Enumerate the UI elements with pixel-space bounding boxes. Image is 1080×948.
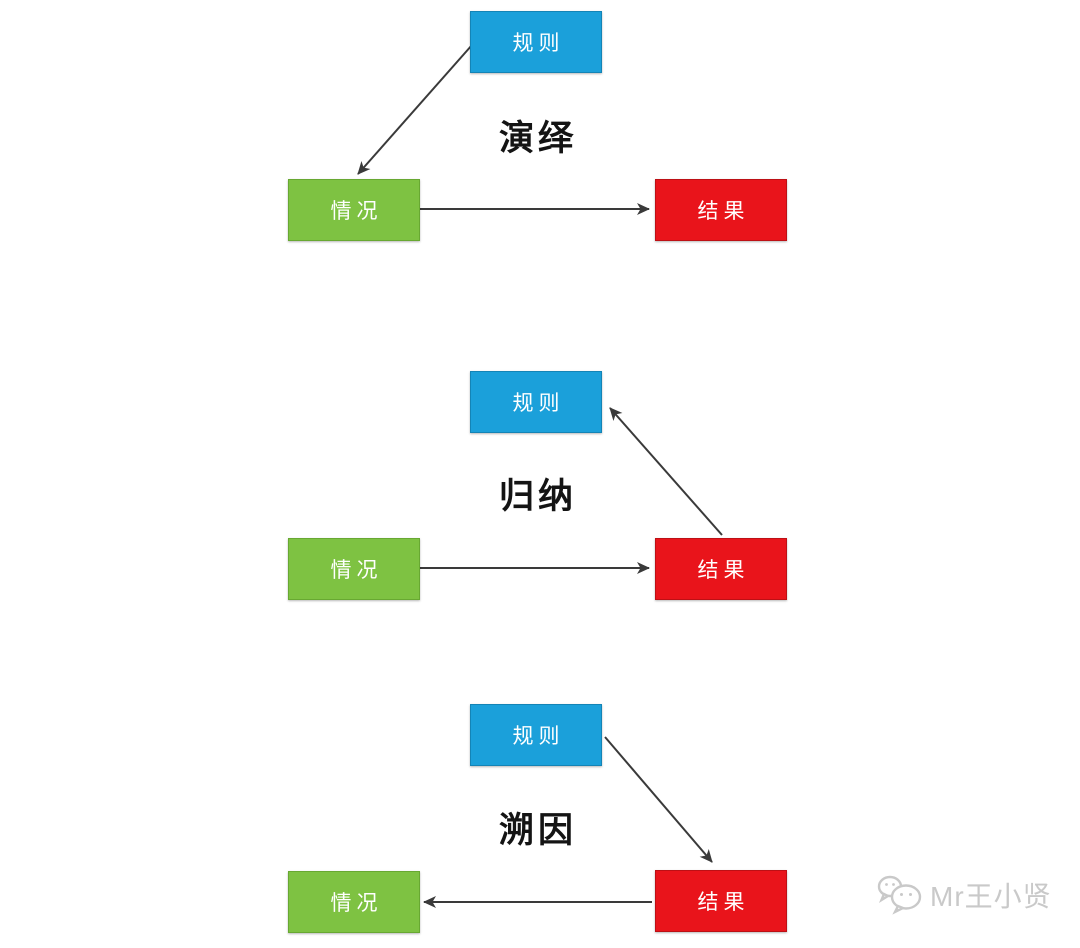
rule-node-induction: 规则 (470, 371, 602, 433)
result-node-deduction: 结果 (655, 179, 787, 241)
case-node-deduction: 情况 (288, 179, 420, 241)
case-node-induction: 情况 (288, 538, 420, 600)
result-node-induction: 结果 (655, 538, 787, 600)
rule-node-label: 规则 (512, 392, 565, 415)
section-label-induction: 归纳 (498, 477, 577, 516)
rule-node-label: 规则 (512, 725, 565, 748)
section-label-abduction: 溯因 (498, 811, 577, 850)
case-node-abduction: 情况 (288, 871, 420, 933)
rule-node-label: 规则 (512, 32, 565, 55)
result-node-label: 结果 (697, 200, 750, 223)
result-node-label: 结果 (697, 891, 750, 914)
case-node-label: 情况 (330, 892, 383, 915)
section-label-deduction: 演绎 (498, 119, 577, 158)
rule-node-abduction: 规则 (470, 704, 602, 766)
case-node-label: 情况 (330, 200, 383, 223)
rule-node-deduction: 规则 (470, 11, 602, 73)
result-node-label: 结果 (697, 559, 750, 582)
watermark: Mr王小贤 (876, 874, 1052, 916)
case-node-label: 情况 (330, 559, 383, 582)
result-node-abduction: 结果 (655, 870, 787, 932)
wechat-icon (877, 875, 922, 915)
watermark-text: Mr王小贤 (930, 881, 1052, 912)
